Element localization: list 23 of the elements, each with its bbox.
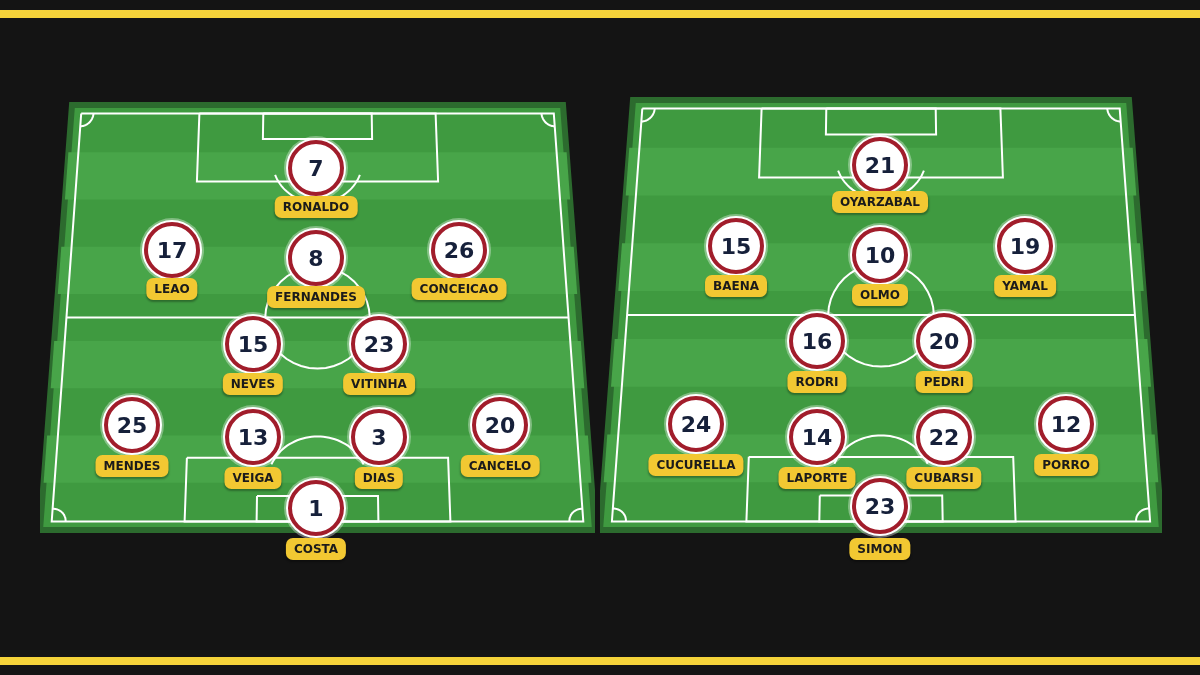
player-name-tag: VEIGA: [224, 467, 282, 489]
player-name-tag: NEVES: [222, 373, 284, 395]
player-name-tag: SIMON: [849, 538, 911, 560]
player-name-tag: DIAS: [354, 467, 404, 489]
player-name-tag: CUCURELLA: [648, 454, 744, 476]
player-name-tag: MENDES: [95, 455, 169, 477]
player-name-tag: CUBARSI: [906, 467, 982, 489]
player-number-token: 1: [288, 480, 344, 536]
player-name-tag: BAENA: [705, 275, 767, 297]
player-name-tag: RODRI: [787, 371, 847, 393]
player-name-tag: PORRO: [1034, 454, 1098, 476]
player-name-tag: RONALDO: [274, 196, 358, 218]
player-name-tag: OLMO: [852, 284, 908, 306]
player-name-tag: PEDRI: [915, 371, 973, 393]
player-name-tag: VITINHA: [343, 373, 415, 395]
player-name-tag: CANCELO: [460, 455, 540, 477]
player-name-tag: CONCEICAO: [411, 278, 507, 300]
player-name-tag: YAMAL: [994, 275, 1056, 297]
player-name-tag: LEAO: [146, 278, 198, 300]
player-name-tag: COSTA: [285, 538, 347, 560]
player-name-tag: LAPORTE: [778, 467, 856, 489]
player-name-tag: OYARZABAL: [832, 191, 928, 213]
player-name-tag: FERNANDES: [267, 286, 365, 308]
